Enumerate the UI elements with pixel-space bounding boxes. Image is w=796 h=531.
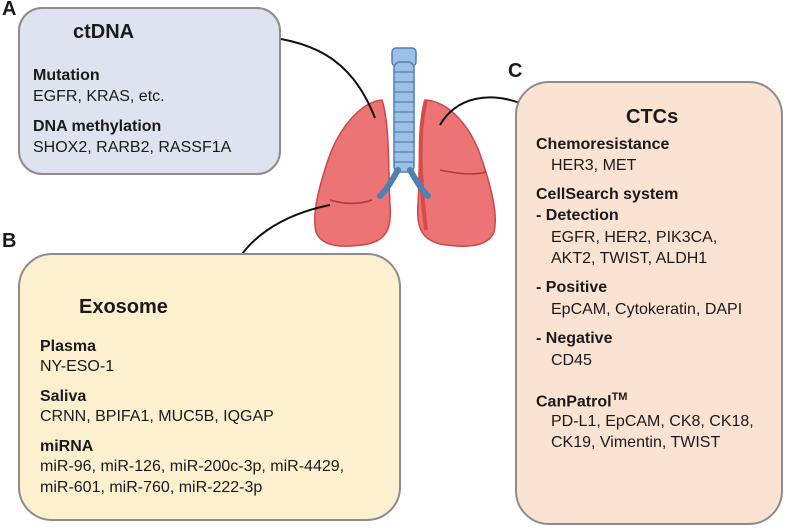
saliva-heading: Saliva — [40, 388, 87, 405]
plasma-markers: NY-ESO-1 — [40, 358, 115, 375]
lungs-icon — [313, 47, 497, 247]
detection-line-1: EGFR, HER2, PIK3CA, — [551, 229, 718, 246]
mutation-genes: EGFR, KRAS, etc. — [33, 88, 165, 105]
ctdna-title: ctDNA — [73, 21, 135, 43]
negative-markers: CD45 — [551, 352, 592, 369]
panel-letter-b: B — [2, 230, 17, 252]
exosome-title: Exosome — [79, 296, 168, 318]
panel-letter-c: C — [508, 60, 523, 82]
panel-letter-a: A — [2, 0, 17, 20]
ctcs-panel — [515, 81, 783, 525]
canpatrol-name: CanPatrol — [536, 393, 612, 411]
mutation-heading: Mutation — [33, 67, 100, 84]
ctdna-panel — [18, 7, 281, 175]
canpatrol-trademark: TM — [611, 391, 628, 403]
dna-methylation-genes: SHOX2, RARB2, RASSF1A — [33, 139, 232, 156]
saliva-markers: CRNN, BPIFA1, MUC5B, IQGAP — [40, 408, 274, 425]
chemoresistance-heading: Chemoresistance — [536, 136, 670, 153]
positive-markers: EpCAM, Cytokeratin, DAPI — [551, 301, 743, 318]
canpatrol-line-2: CK19, Vimentin, TWIST — [551, 434, 721, 451]
mirna-line-2: miR-601, miR-760, miR-222-3p — [40, 479, 263, 496]
dna-methylation-heading: DNA methylation — [33, 118, 162, 135]
exosome-panel — [18, 253, 401, 521]
positive-heading: - Positive — [536, 279, 608, 296]
mirna-heading: miRNA — [40, 438, 94, 455]
canpatrol-line-1: PD-L1, EpCAM, CK8, CK18, — [551, 413, 754, 430]
mirna-line-1: miR-96, miR-126, miR-200c-3p, miR-4429, — [40, 458, 345, 475]
cellsearch-heading: CellSearch system — [536, 186, 679, 203]
detection-heading: - Detection — [536, 207, 619, 224]
canpatrol-heading: CanPatrolTM — [536, 391, 627, 411]
detection-line-2: AKT2, TWIST, ALDH1 — [551, 250, 708, 267]
negative-heading: - Negative — [536, 330, 613, 347]
plasma-heading: Plasma — [40, 338, 97, 355]
ctcs-title: CTCs — [626, 106, 679, 128]
chemoresistance-markers: HER3, MET — [551, 157, 637, 174]
